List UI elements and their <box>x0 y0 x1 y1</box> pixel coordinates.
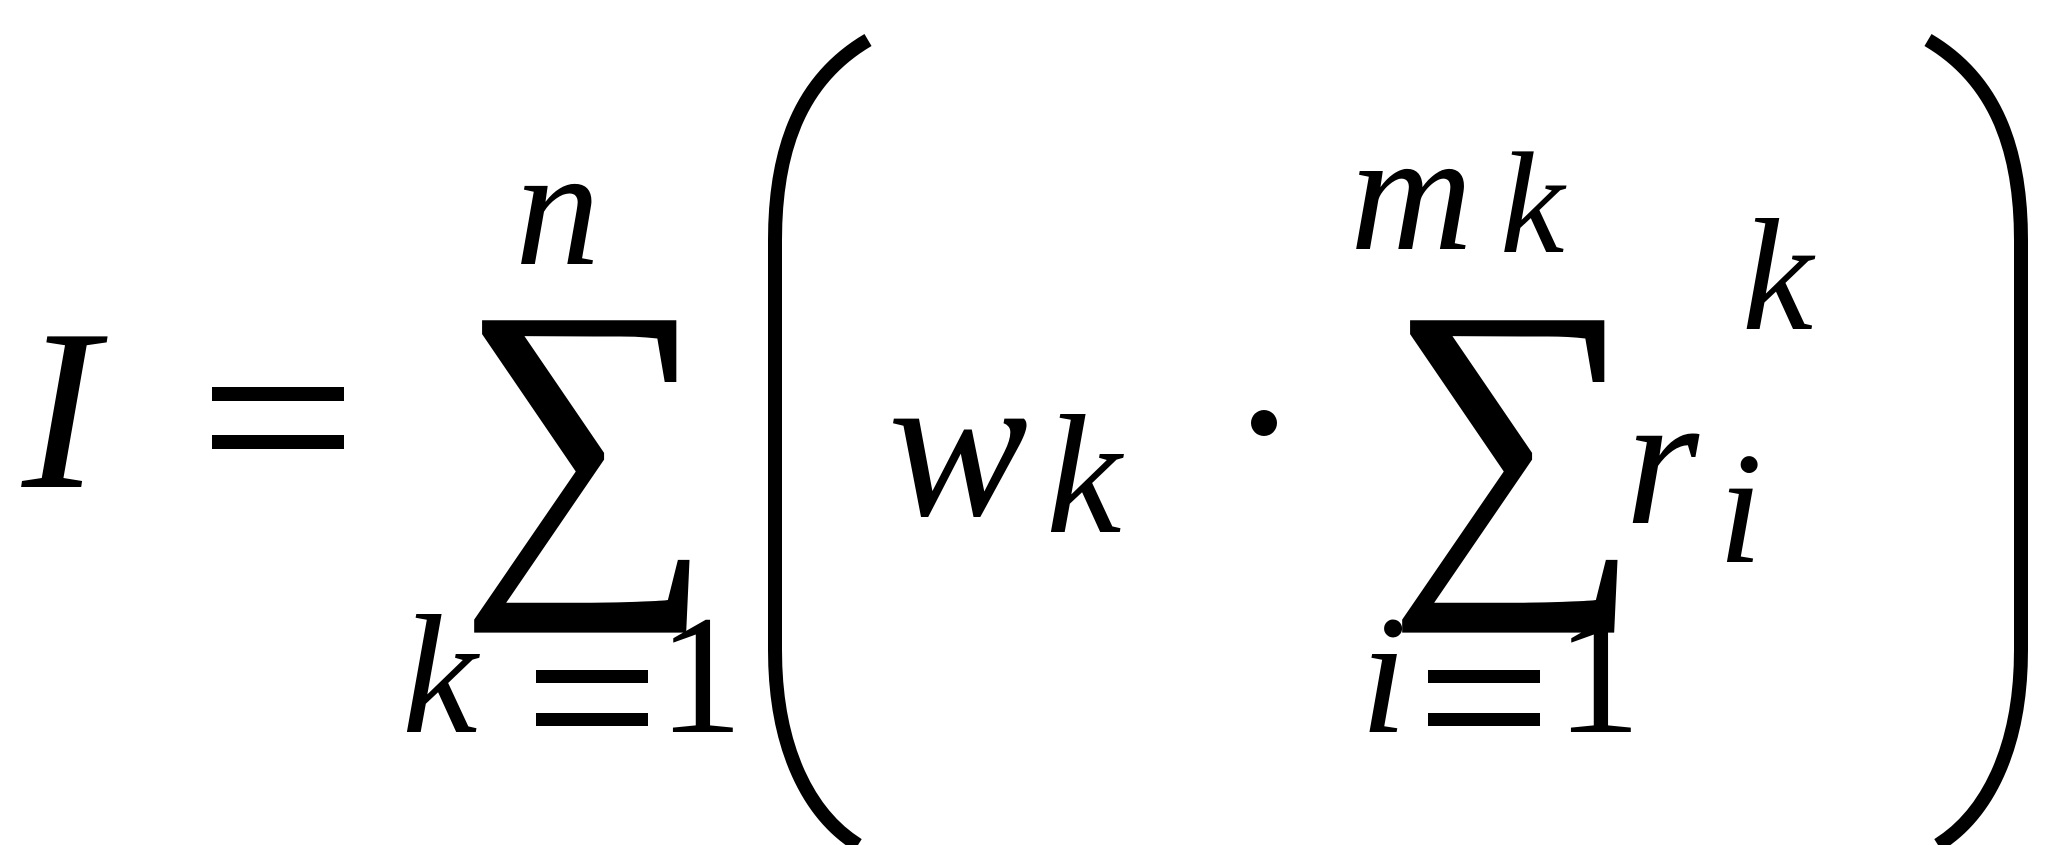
weight-subscript: k <box>1046 381 1122 569</box>
inner-sum-lower-variable: i <box>1360 581 1408 769</box>
outer-sum-upper-limit: n <box>515 113 600 301</box>
inner-sum-operator: ∑ <box>1386 235 1643 634</box>
multiplication-dot <box>1251 410 1277 436</box>
inner-sum-lower-value: 1 <box>1556 581 1641 769</box>
inner-sum-upper-limit-subscript: k <box>1500 124 1565 284</box>
outer-sum-lower-equals-bottom <box>536 713 648 726</box>
inner-sum-upper-limit-base: m <box>1350 98 1473 286</box>
outer-sum-operator: ∑ <box>458 235 715 634</box>
inner-sum-lower-equals-bottom <box>1428 713 1540 726</box>
inner-sum-lower-equals-top <box>1428 670 1540 683</box>
equals-sign-top-bar <box>212 387 344 401</box>
term-superscript: k <box>1742 186 1814 364</box>
term-symbol: r <box>1625 355 1699 565</box>
term-subscript: i <box>1718 419 1763 597</box>
outer-sum-lower-equals-top <box>536 670 648 683</box>
equals-sign-bottom-bar <box>212 435 344 449</box>
lhs-symbol: I <box>22 282 99 537</box>
outer-sum-lower-value: 1 <box>658 581 743 769</box>
outer-sum-lower-variable: k <box>402 581 478 769</box>
weight-symbol: w <box>888 329 1029 561</box>
